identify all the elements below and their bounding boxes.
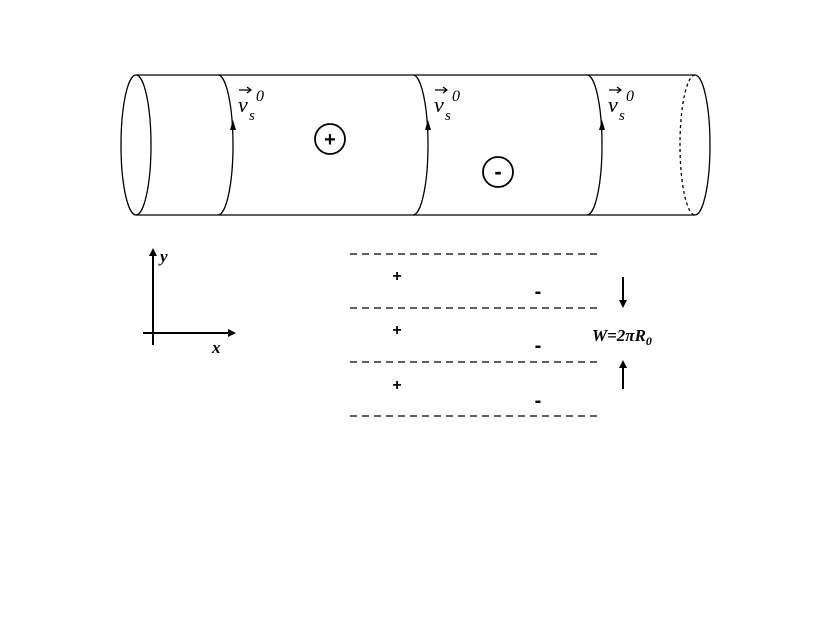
- strip-dashed-lines: [350, 253, 600, 417]
- cylinder-left-cap: [120, 74, 152, 216]
- x-axis-label: x: [211, 338, 221, 357]
- width-label: W=2πR0: [592, 326, 652, 348]
- charge-minus-circle: -: [482, 156, 514, 188]
- strip-plus-1: +: [392, 268, 401, 285]
- velocity-label-2: v s 0: [434, 86, 460, 124]
- velocity-label-3: v s 0: [608, 86, 634, 124]
- strip-plus-2: +: [392, 322, 401, 339]
- cylinder: [120, 74, 711, 216]
- vector-arrow-icon: [609, 86, 622, 94]
- cylinder-right-cap-back: [679, 74, 696, 216]
- velocity-vector: v: [238, 92, 248, 117]
- strip-minus-1: -: [535, 281, 542, 303]
- coordinate-axes: [143, 248, 236, 345]
- vector-arrow-icon: [435, 86, 448, 94]
- velocity-arrows: [230, 120, 605, 130]
- vector-arrow-icon: [239, 86, 252, 94]
- velocity-arrow-icon-1: [230, 120, 236, 130]
- velocity-arrow-icon-2: [425, 120, 431, 130]
- cylinder-ring-2: [412, 74, 429, 216]
- velocity-arrow-icon-3: [599, 120, 605, 130]
- velocity-subscript: s: [445, 108, 451, 124]
- velocity-subscript: s: [249, 108, 255, 124]
- velocity-vector: v: [608, 92, 618, 117]
- strip-charges: + - + - + -: [392, 268, 541, 412]
- charge-plus-symbol: +: [324, 129, 336, 151]
- charge-minus-symbol: -: [494, 159, 501, 184]
- velocity-superscript: 0: [256, 88, 264, 105]
- width-label-main: W=2πR: [592, 326, 646, 345]
- velocity-subscript: s: [619, 108, 625, 124]
- velocity-superscript: 0: [626, 88, 634, 105]
- strip-plus-3: +: [392, 377, 401, 394]
- velocity-label-1: v s 0: [238, 86, 264, 124]
- strip-minus-2: -: [535, 335, 542, 357]
- cylinder-right-cap-front: [694, 74, 711, 216]
- velocity-vector: v: [434, 92, 444, 117]
- charge-plus-circle: +: [314, 123, 346, 155]
- cylinder-ring-1: [217, 74, 234, 216]
- y-axis-label: y: [158, 247, 168, 266]
- cylinder-ring-3: [586, 74, 603, 216]
- velocity-superscript: 0: [452, 88, 460, 105]
- strip-minus-3: -: [535, 390, 542, 412]
- width-label-subscript: 0: [646, 334, 652, 348]
